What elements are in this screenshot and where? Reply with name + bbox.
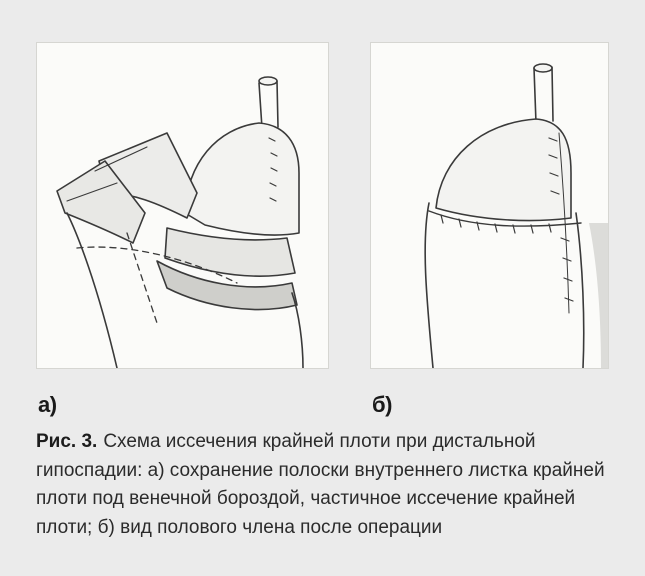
panel-b-label: б) bbox=[372, 392, 392, 418]
illustration-a bbox=[36, 42, 329, 369]
panel-a-label: а) bbox=[38, 392, 57, 418]
illustration-b bbox=[370, 42, 609, 369]
figure-caption: Рис. 3.Схема иссечения крайней плоти при… bbox=[36, 428, 606, 542]
illustration-b-drawing bbox=[371, 43, 608, 368]
illustration-a-drawing bbox=[37, 43, 328, 368]
caption-text: Схема иссечения крайней плоти при дистал… bbox=[36, 431, 605, 538]
caption-number: Рис. 3. bbox=[36, 431, 97, 452]
